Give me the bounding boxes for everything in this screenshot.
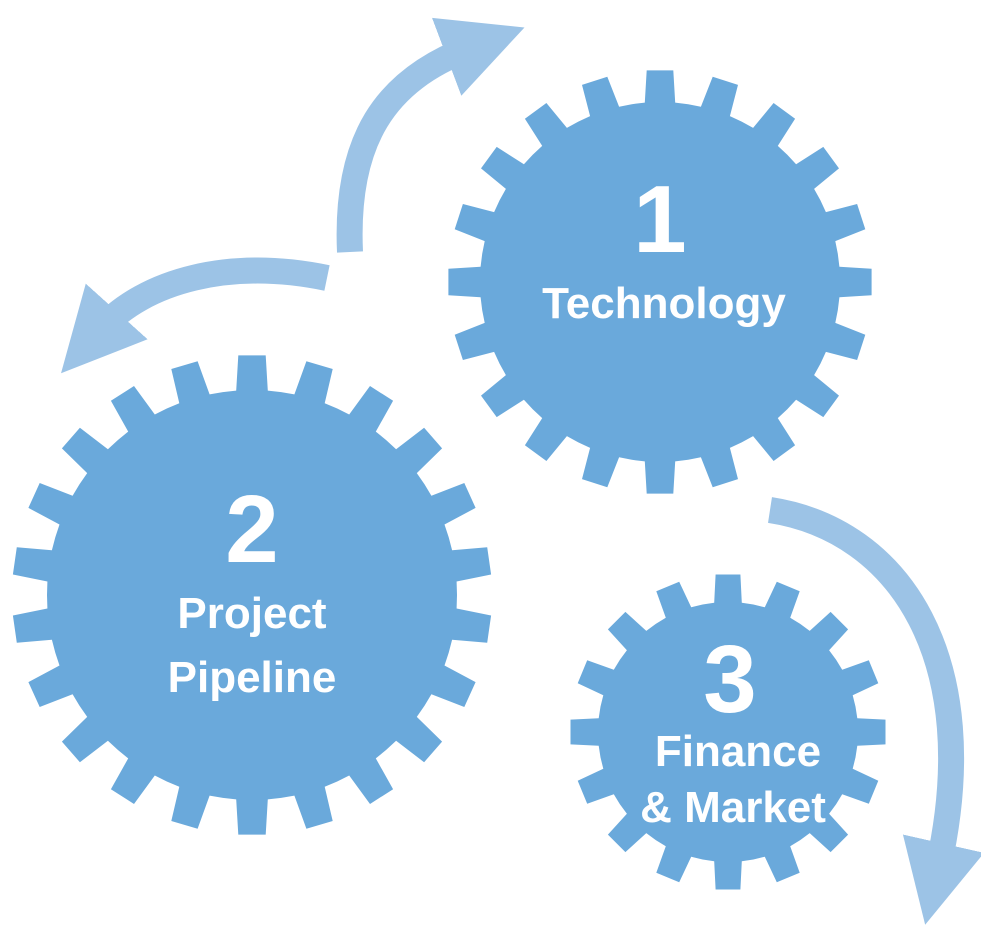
arrow-down-from-technology xyxy=(767,497,981,925)
arrow-up-to-technology xyxy=(336,17,525,253)
gear-3-shape xyxy=(570,574,886,890)
gear-3-label-line-2: & Market xyxy=(640,783,826,832)
gear-project-pipeline: 2 Project Pipeline xyxy=(12,355,492,835)
gear-2-number: 2 xyxy=(225,476,278,583)
gear-1-number: 1 xyxy=(633,166,686,273)
gear-1-label-line-1: Technology xyxy=(542,279,786,328)
gear-2-label-line-2: Pipeline xyxy=(168,653,337,702)
gear-3-label-line-1: Finance xyxy=(655,727,821,776)
gear-1-shape xyxy=(448,70,872,494)
gear-finance-market: 3 Finance & Market xyxy=(570,574,886,890)
arrow-left-to-project-pipeline xyxy=(61,257,330,374)
gear-2-label-line-1: Project xyxy=(177,589,327,638)
gear-3-number: 3 xyxy=(703,626,756,733)
gear-2-shape xyxy=(12,355,492,835)
gear-technology: 1 Technology xyxy=(448,70,872,494)
